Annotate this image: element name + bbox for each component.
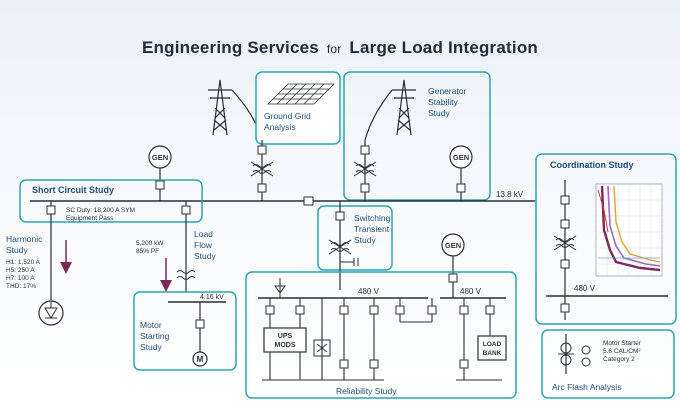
short-circuit-box[interactable] bbox=[19, 179, 203, 223]
ups-label-2: MODS bbox=[275, 342, 296, 349]
load-flow-label-3: Study bbox=[194, 251, 216, 261]
harmonic-label-1: Harmonic bbox=[6, 234, 43, 244]
reliability-box[interactable] bbox=[245, 271, 517, 399]
breaker-gen-center bbox=[448, 273, 458, 283]
breaker-coord-3 bbox=[560, 259, 570, 269]
motor-starter-label-2: 5.6 CAL/CM² bbox=[603, 348, 641, 355]
harmonic-label-2: Study bbox=[6, 245, 28, 255]
load-bank-label-1: LOAD bbox=[483, 341, 502, 348]
title-part-1: Engineering Services bbox=[142, 38, 319, 57]
bus-480v-c-label: 480 V bbox=[574, 284, 596, 293]
page-title: Engineering Services for Large Load Inte… bbox=[0, 38, 680, 58]
transmission-line-right bbox=[364, 89, 393, 141]
short-circuit-label: Short Circuit Study bbox=[32, 185, 114, 195]
source-icon bbox=[274, 278, 286, 298]
ground-grid-box[interactable] bbox=[255, 71, 341, 145]
bus-480v-b-label: 480 V bbox=[460, 287, 482, 296]
switching-label-3: Study bbox=[354, 235, 376, 245]
breaker-switching bbox=[335, 211, 345, 221]
breaker-feeder-left-2 bbox=[257, 183, 267, 193]
ground-grid-label-1: Ground Grid bbox=[264, 111, 311, 121]
ground-grid-icon bbox=[267, 83, 335, 105]
ups-label-1: UPS bbox=[278, 333, 293, 340]
capacitor-icon bbox=[340, 258, 359, 266]
diode-icon bbox=[44, 301, 58, 319]
breaker-feeder-left-1 bbox=[257, 145, 267, 155]
motor-starter-icon bbox=[558, 342, 591, 367]
sc-duty-label-1: SC Duty: 18,200 A SYM bbox=[66, 207, 135, 214]
tcc-curve-plot bbox=[595, 183, 663, 277]
coordination-box[interactable] bbox=[535, 153, 677, 325]
transmission-tower-right-icon bbox=[392, 79, 416, 136]
load-bank-label-2: BANK bbox=[483, 350, 502, 357]
motor-starter-label-1: Motor Starter bbox=[603, 340, 642, 347]
load-value-1: 5,200 kW bbox=[136, 240, 164, 247]
generator-right-label: GEN bbox=[453, 153, 469, 162]
load-flow-label-1: Load bbox=[194, 229, 213, 239]
breaker-coord-4 bbox=[560, 303, 570, 313]
motor-icon bbox=[192, 351, 208, 367]
sc-duty-label-2: Equipment Pass bbox=[66, 215, 114, 222]
bus-tie-breaker bbox=[303, 196, 314, 206]
harmonic-value-3: H7: 100 A bbox=[6, 275, 35, 282]
ground-grid-label-2: Analysis bbox=[264, 122, 296, 132]
transformer-coord-icon bbox=[553, 235, 577, 251]
generator-stability-box[interactable] bbox=[343, 71, 491, 201]
switching-label-2: Transient bbox=[354, 224, 390, 234]
motor-label: M bbox=[197, 355, 204, 364]
ups-mods-box bbox=[263, 327, 307, 353]
motor-starting-label-1: Motor bbox=[140, 320, 162, 330]
title-part-2: for bbox=[326, 42, 342, 56]
title-part-3: Large Load Integration bbox=[349, 38, 538, 57]
harmonic-value-4: THD: 17% bbox=[6, 283, 36, 290]
breaker-motor bbox=[195, 319, 205, 329]
breaker-coord-2 bbox=[560, 219, 570, 229]
arc-flash-label: Arc Flash Analysis bbox=[552, 382, 621, 392]
reliability-breakers bbox=[265, 305, 495, 369]
generator-left-label: GEN bbox=[152, 153, 168, 162]
generator-stability-label-2: Stability bbox=[428, 97, 459, 107]
arc-flash-box[interactable] bbox=[541, 329, 675, 399]
load-bank-box bbox=[477, 335, 507, 361]
reliability-label: Reliability Study bbox=[336, 386, 397, 396]
transformer-load-flow-icon bbox=[176, 270, 196, 280]
bus-480v-a-label: 480 V bbox=[358, 287, 380, 296]
bus-13-8kv-label: 13.8 kV bbox=[496, 190, 524, 199]
load-flow-label-2: Flow bbox=[194, 240, 213, 250]
transfer-switch-icon bbox=[313, 339, 331, 357]
breaker-feeder-right-2 bbox=[360, 183, 370, 193]
breaker-gen-right bbox=[456, 183, 466, 193]
transformer-switching-icon bbox=[328, 239, 352, 255]
coordination-label: Coordination Study bbox=[550, 160, 634, 170]
breaker-load-flow bbox=[181, 205, 191, 215]
breaker-harmonic bbox=[46, 205, 56, 215]
motor-starter-label-3: Category 2 bbox=[603, 356, 635, 363]
generator-stability-label-3: Study bbox=[428, 108, 450, 118]
transmission-tower-left-icon bbox=[208, 79, 232, 136]
breaker-gen-left bbox=[155, 180, 165, 190]
transformer-left-icon bbox=[250, 161, 274, 177]
harmonic-value-1: H1: 1,520 A bbox=[6, 259, 41, 266]
breaker-feeder-right-1 bbox=[360, 145, 370, 155]
motor-starting-label-3: Study bbox=[140, 342, 162, 352]
generator-stability-label-1: Generator bbox=[428, 86, 466, 96]
switching-label-1: Switching bbox=[354, 213, 391, 223]
bus-4-16kv-label: 4.16 kV bbox=[200, 294, 224, 301]
generator-center-label: GEN bbox=[445, 241, 461, 250]
switching-transient-box[interactable] bbox=[317, 205, 393, 271]
transformer-right-icon bbox=[353, 161, 377, 177]
harmonic-value-2: H5: 250 A bbox=[6, 267, 35, 274]
load-value-2: 85% PF bbox=[136, 248, 159, 255]
motor-starting-label-2: Starting bbox=[140, 331, 170, 341]
motor-starting-box[interactable] bbox=[133, 291, 237, 371]
breaker-coord-1 bbox=[560, 195, 570, 205]
